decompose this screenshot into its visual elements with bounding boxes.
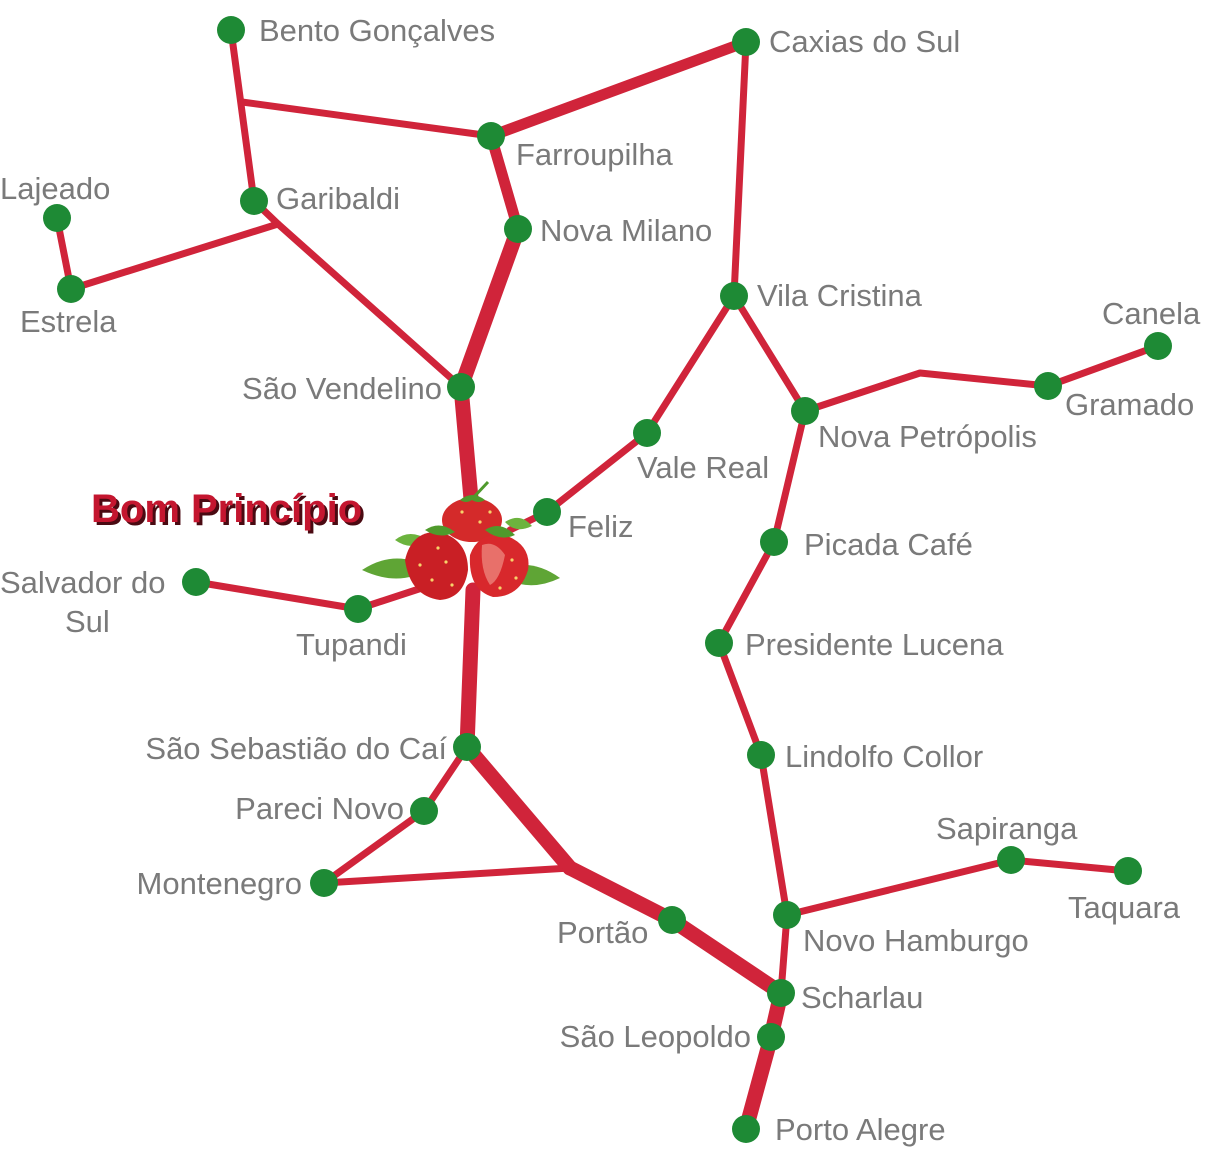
road-pareci-montenegro	[320, 807, 428, 887]
city-dot-nova-petropolis[interactable]	[791, 397, 819, 425]
road-bento-garibaldi	[227, 26, 258, 205]
road-nova-petropolis-gramado	[801, 369, 1052, 415]
label-scharlau: Scharlau	[801, 980, 923, 1015]
city-dot-canela[interactable]	[1144, 332, 1172, 360]
city-dot-lajeado[interactable]	[43, 204, 71, 232]
label-canela: Canela	[1102, 296, 1201, 331]
label-lindolfo: Lindolfo Collor	[785, 739, 983, 774]
city-dot-gramado[interactable]	[1034, 372, 1062, 400]
city-dot-vale-real[interactable]	[633, 419, 661, 447]
road-nova-petropolis-picada-cafe	[770, 407, 809, 546]
road-bento-farroupilha-link	[238, 98, 495, 140]
city-dot-sao-sebastiao[interactable]	[453, 733, 481, 761]
road-sao-leopoldo-porto-alegre	[738, 1029, 779, 1137]
road-nova-milano-sao-vendelino	[453, 221, 526, 395]
label-estrela: Estrela	[20, 304, 117, 339]
strawberry-icon	[362, 480, 560, 600]
road-farroupilha-caxias	[485, 36, 752, 142]
city-dot-garibaldi[interactable]	[240, 187, 268, 215]
road-farroupilha-nova-milano	[485, 130, 524, 235]
label-tupandi: Tupandi	[296, 627, 407, 662]
label-nova-petropolis: Nova Petrópolis	[818, 419, 1037, 454]
city-dot-sao-leopoldo[interactable]	[757, 1023, 785, 1051]
label-sao-sebastiao: São Sebastião do Caí	[145, 731, 447, 766]
road-feliz-vale-real	[543, 429, 651, 516]
city-dot-vila-cristina[interactable]	[720, 282, 748, 310]
label-presidente-lucena: Presidente Lucena	[745, 627, 1004, 662]
city-dot-caxias[interactable]	[732, 28, 760, 56]
city-dot-taquara[interactable]	[1114, 857, 1142, 885]
label-pareci: Pareci Novo	[235, 791, 404, 826]
label-salvador-line1: Salvador do	[0, 565, 165, 600]
title-shadow: Bom Princípio	[94, 490, 365, 534]
label-salvador-line2: Sul	[65, 604, 110, 639]
road-picada-cafe-presidente-lucena	[715, 538, 778, 647]
city-dot-porto-alegre[interactable]	[732, 1115, 760, 1143]
city-dot-portao[interactable]	[658, 906, 686, 934]
road-sao-sebastiao-junction	[459, 739, 578, 876]
label-montenegro: Montenegro	[137, 866, 302, 901]
label-farroupilha: Farroupilha	[516, 137, 674, 172]
road-junction-portao	[562, 860, 680, 928]
road-garibaldi-sao-vendelino	[250, 197, 465, 391]
label-picada-cafe: Picada Café	[804, 527, 973, 562]
road-caxias-vila-cristina	[730, 38, 750, 300]
road-vila-cristina-nova-petropolis	[730, 292, 809, 415]
label-taquara: Taquara	[1068, 890, 1181, 925]
city-dot-picada-cafe[interactable]	[760, 528, 788, 556]
road-novo-hamburgo-sapiranga	[783, 856, 1015, 919]
city-dot-farroupilha[interactable]	[477, 122, 505, 150]
road-estrela-garibaldi-link	[67, 220, 282, 293]
road-sao-vendelino-bom-principio	[453, 379, 480, 518]
label-sao-leopoldo: São Leopoldo	[560, 1019, 751, 1054]
city-dot-nova-milano[interactable]	[504, 215, 532, 243]
road-gramado-canela	[1044, 342, 1162, 390]
page-title: Bom Princípio	[91, 487, 362, 531]
city-dot-feliz[interactable]	[533, 498, 561, 526]
city-dot-sapiranga[interactable]	[997, 846, 1025, 874]
label-garibaldi: Garibaldi	[276, 181, 400, 216]
city-dot-montenegro[interactable]	[310, 869, 338, 897]
city-dot-estrela[interactable]	[57, 275, 85, 303]
city-labels: Bento Gonçalves Caxias do Sul Farroupilh…	[0, 13, 1201, 1147]
label-portao: Portão	[557, 915, 648, 950]
city-dot-sao-vendelino[interactable]	[447, 373, 475, 401]
road-portao-scharlau	[664, 912, 789, 1001]
road-presidente-lucena-lindolfo	[715, 639, 765, 759]
label-bento: Bento Gonçalves	[259, 13, 495, 48]
road-lindolfo-novo-hamburgo	[757, 751, 791, 919]
label-nova-milano: Nova Milano	[540, 213, 712, 248]
city-dot-salvador[interactable]	[182, 568, 210, 596]
label-sao-vendelino: São Vendelino	[242, 371, 442, 406]
label-porto-alegre: Porto Alegre	[775, 1112, 946, 1147]
city-dot-scharlau[interactable]	[767, 979, 795, 1007]
city-dot-tupandi[interactable]	[344, 595, 372, 623]
label-feliz: Feliz	[568, 509, 633, 544]
city-dot-novo-hamburgo[interactable]	[773, 901, 801, 929]
city-dots	[43, 16, 1172, 1143]
city-dot-pareci[interactable]	[410, 797, 438, 825]
road-tupandi-salvador	[192, 578, 362, 613]
road-montenegro-link	[320, 864, 574, 887]
city-dot-lindolfo[interactable]	[747, 741, 775, 769]
road-vale-real-vila-cristina	[643, 292, 738, 437]
road-bom-principio-sao-sebastiao	[459, 582, 481, 755]
label-gramado: Gramado	[1065, 387, 1194, 422]
label-vila-cristina: Vila Cristina	[757, 278, 923, 313]
road-network	[53, 26, 1162, 1137]
label-novo-hamburgo: Novo Hamburgo	[803, 923, 1029, 958]
label-sapiranga: Sapiranga	[936, 811, 1078, 846]
road-sapiranga-taquara	[1007, 856, 1132, 875]
label-caxias: Caxias do Sul	[769, 24, 960, 59]
map-title: Bom Princípio Bom Princípio	[91, 487, 365, 534]
label-lajeado: Lajeado	[0, 171, 110, 206]
city-dot-bento[interactable]	[217, 16, 245, 44]
city-dot-presidente-lucena[interactable]	[705, 629, 733, 657]
label-vale-real: Vale Real	[637, 450, 769, 485]
